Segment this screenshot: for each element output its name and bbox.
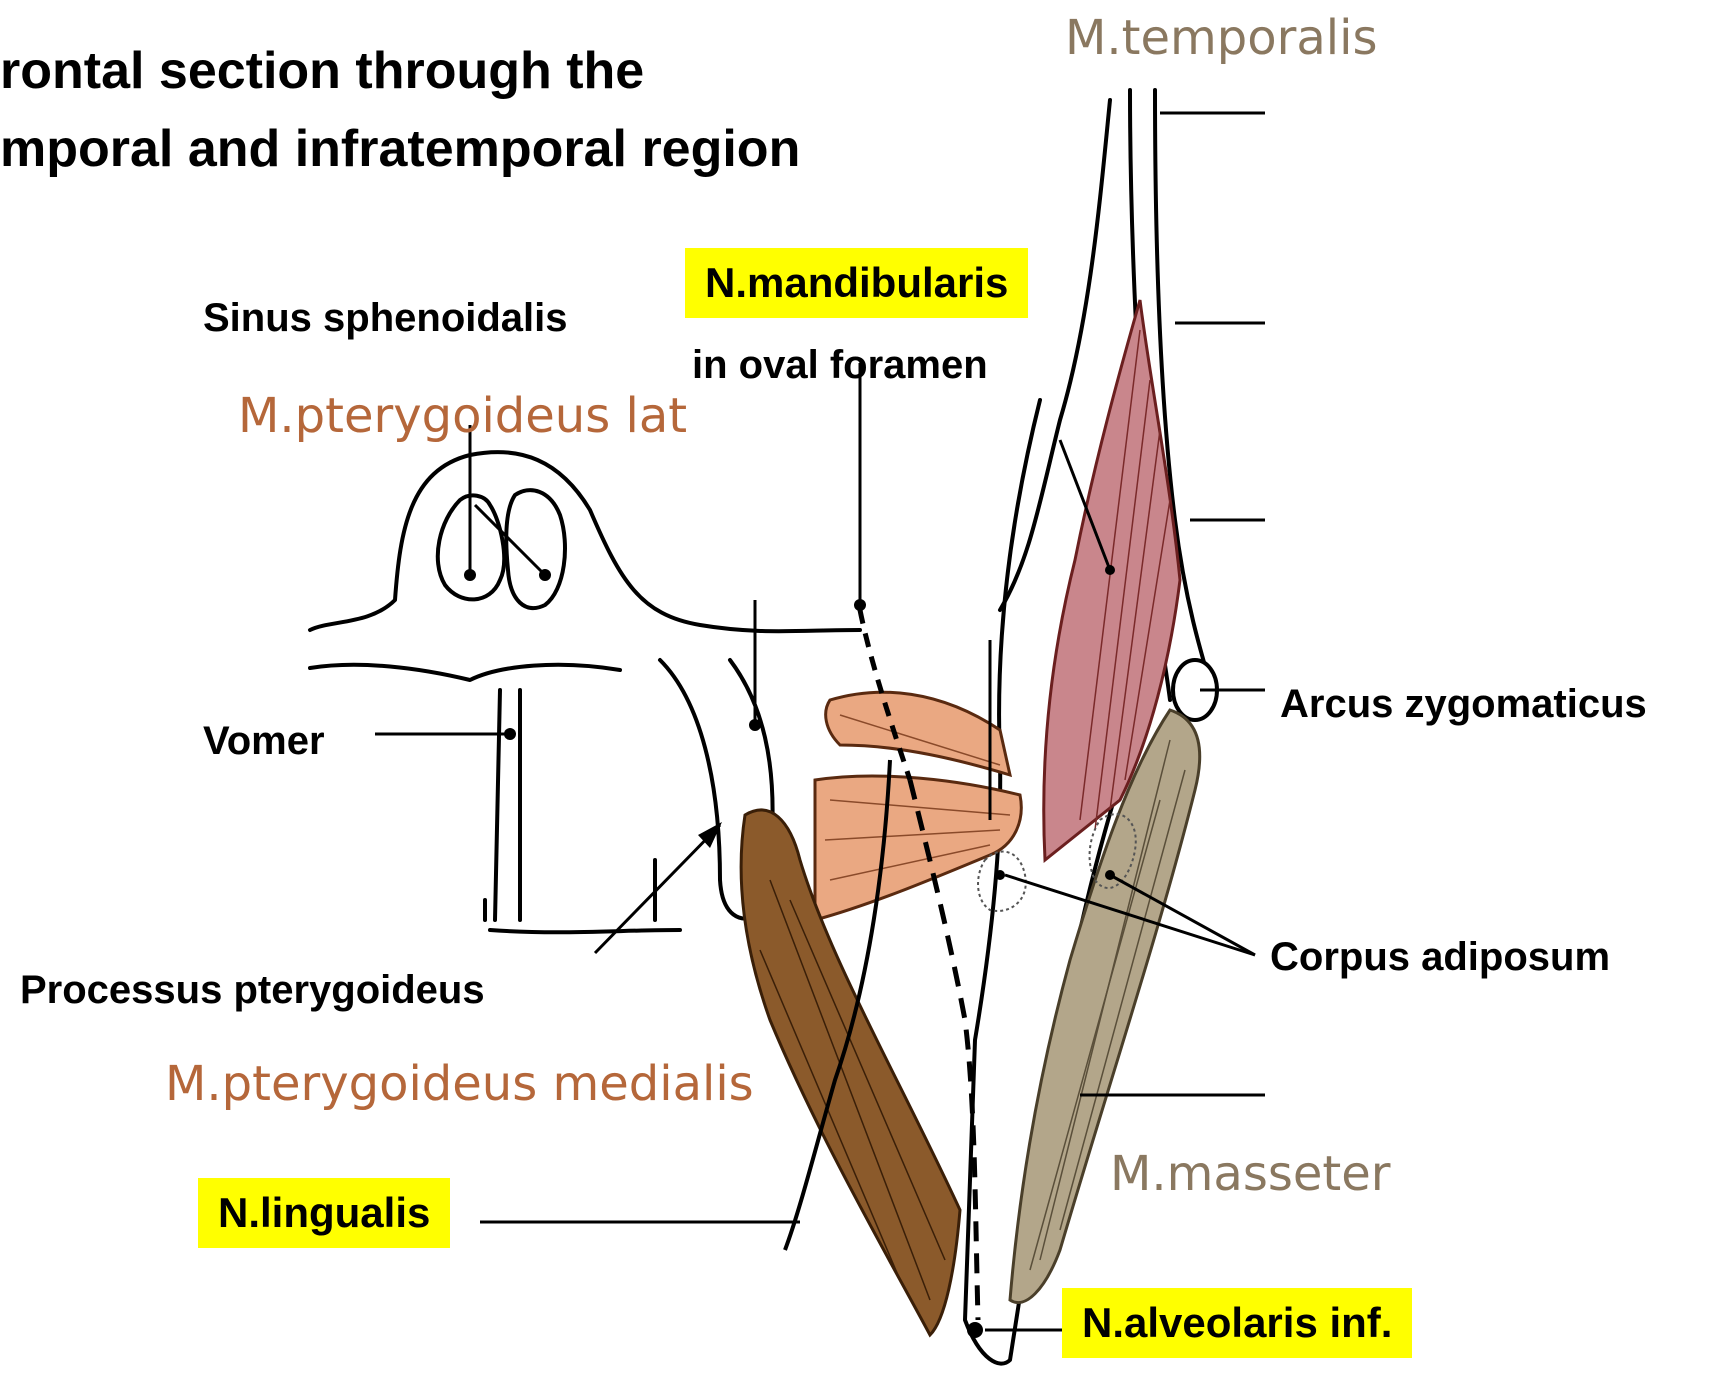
diagram-title-line2: mporal and infratemporal region [0, 123, 800, 175]
pterygoid-lateralis-muscle-upper [826, 692, 1010, 775]
label-arcus: Arcus zygomaticus [1280, 684, 1647, 724]
label-vomer: Vomer [203, 721, 325, 761]
label-oval-foramen: in oval foramen [692, 345, 988, 385]
label-pterygoideus-lat: M.pterygoideus lat [238, 392, 687, 440]
label-sinus: Sinus sphenoidalis [203, 298, 568, 338]
vomer-outline [310, 665, 680, 932]
label-processus: Processus pterygoideus [20, 970, 485, 1010]
diagram-title-line1: rontal section through the [0, 45, 644, 97]
label-lingualis: N.lingualis [198, 1178, 450, 1248]
label-alveolaris: N.alveolaris inf. [1062, 1288, 1412, 1358]
label-masseter: M.masseter [1110, 1150, 1390, 1198]
sinus-right-cavity [506, 490, 565, 608]
label-pterygoideus-medialis: M.pterygoideus medialis [165, 1060, 754, 1108]
label-corpus: Corpus adiposum [1270, 937, 1610, 977]
label-mandibularis: N.mandibularis [685, 248, 1028, 318]
nasal-floor [485, 860, 655, 920]
sphenoid-body-outline [310, 452, 860, 631]
label-temporalis: M.temporalis [1065, 14, 1377, 62]
